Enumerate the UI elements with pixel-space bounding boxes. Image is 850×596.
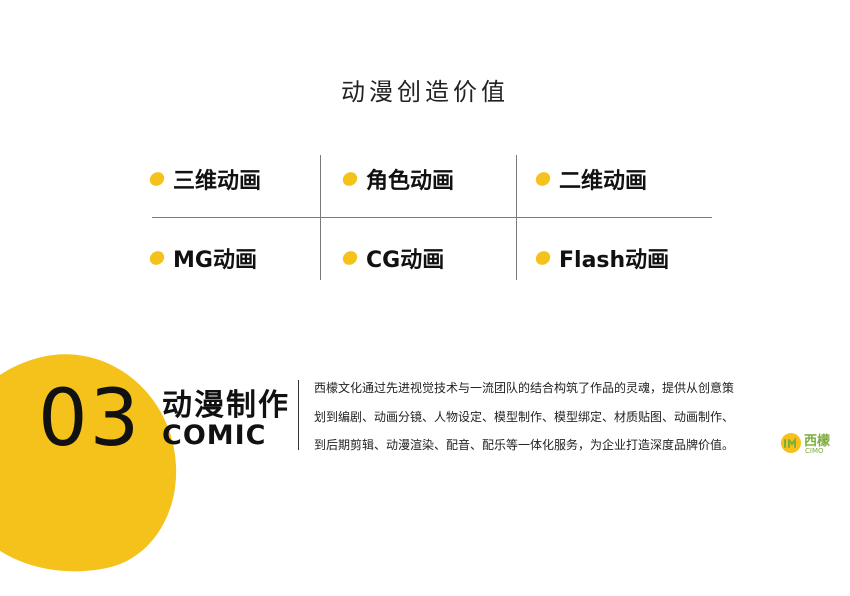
category-label: 二维动画 — [559, 169, 648, 194]
vertical-separator — [298, 380, 299, 450]
lemon-dot-icon — [535, 251, 551, 265]
category-label: 三维动画 — [173, 169, 262, 194]
category-label: 角色动画 — [366, 169, 455, 194]
section-title-en: COMIC — [162, 420, 267, 451]
logo-name-en: CIMO — [805, 447, 824, 455]
category-item-cg-animation: CG动画 — [342, 242, 444, 274]
category-item-flash-animation: Flash动画 — [535, 242, 669, 274]
category-item-2d-animation: 二维动画 — [535, 163, 647, 195]
logo-name-cn: 西檬 — [804, 434, 831, 449]
lemon-dot-icon — [149, 251, 165, 265]
description-line: 西檬文化通过先进视觉技术与一流团队的结合构筑了作品的灵魂，提供从创意策 — [314, 381, 735, 395]
description-line: 划到编剧、动画分镜、人物设定、模型制作、模型绑定、材质贴图、动画制作、 — [314, 409, 735, 424]
description-line: 到后期剪辑、动漫渲染、配音、配乐等一体化服务，为企业打造深度品牌价值。 — [314, 438, 735, 452]
page-title: 动漫创造价值 — [341, 78, 509, 106]
lemon-dot-icon — [342, 251, 358, 265]
category-label: CG动画 — [366, 248, 445, 273]
lemon-dot-icon — [149, 172, 165, 186]
category-label: MG动画 — [173, 248, 257, 273]
section-description: 西檬文化通过先进视觉技术与一流团队的结合构筑了作品的灵魂，提供从创意策 划到编剧… — [314, 374, 774, 460]
category-grid: 三维动画 角色动画 二维动画 MG动画 CG动画 Flash动画 — [149, 155, 712, 280]
grid-divider — [152, 217, 712, 218]
category-label: Flash动画 — [559, 248, 670, 273]
cimo-logo-icon — [781, 433, 801, 453]
lemon-dot-icon — [535, 172, 551, 186]
cimo-logo: 西檬 CIMO — [780, 432, 838, 456]
lemon-dot-icon — [342, 172, 358, 186]
category-item-3d-animation: 三维动画 — [149, 163, 261, 195]
section-title-cn: 动漫制作 — [162, 388, 290, 423]
section-number: 03 — [38, 374, 142, 464]
category-item-mg-animation: MG动画 — [149, 242, 257, 274]
category-item-character-animation: 角色动画 — [342, 163, 454, 195]
